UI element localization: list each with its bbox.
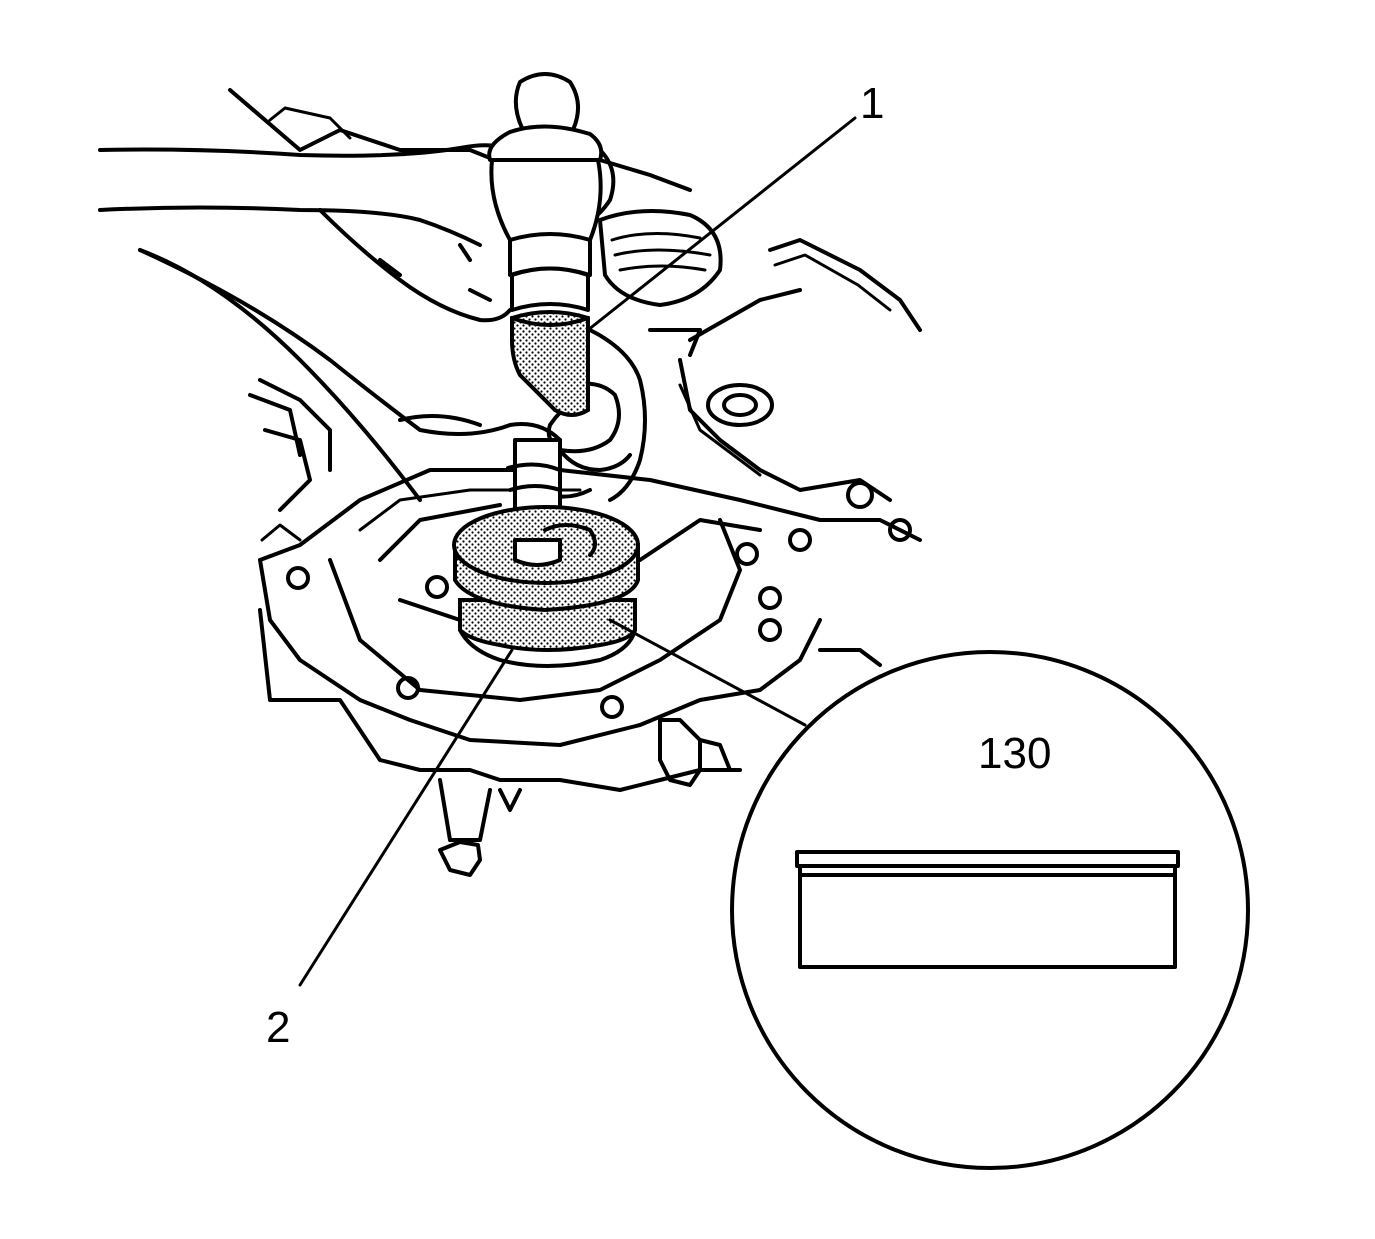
- transmission-case: [138, 88, 922, 877]
- leader-line-item-1: [586, 116, 857, 332]
- seal-cross-section: [795, 850, 1180, 969]
- callout-2-label: 2: [266, 1003, 290, 1052]
- dimension-label: 130: [978, 729, 1051, 778]
- hammer-icon: [487, 72, 604, 312]
- callout-1-label: 1: [860, 79, 884, 128]
- detail-view: 130: [730, 650, 1250, 1170]
- leader-line-item-2: [298, 648, 514, 987]
- technician-hands: [98, 143, 647, 502]
- oil-seal-icon: [452, 505, 640, 668]
- leader-line-detail: [608, 618, 807, 727]
